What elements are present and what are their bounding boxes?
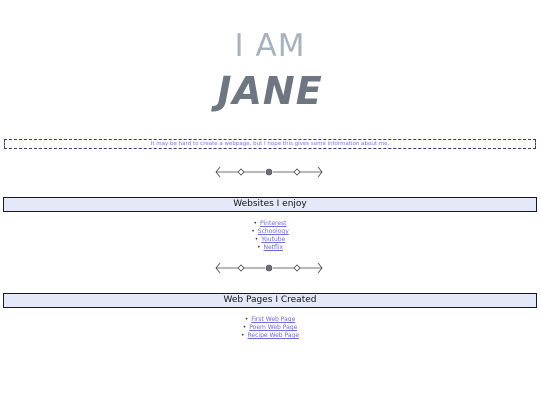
list-item: •Recipe Web Page bbox=[240, 332, 300, 339]
hero-name: JANE bbox=[217, 69, 323, 113]
intro-box: It may be hard to create a webpage, but … bbox=[4, 139, 536, 149]
ornamental-divider-icon bbox=[214, 166, 324, 178]
hero-line-1: I AM bbox=[234, 28, 306, 64]
intro-text: It may be hard to create a webpage, but … bbox=[150, 141, 390, 147]
created-list: •First Web Page •Poem Web Page •Recipe W… bbox=[0, 316, 540, 340]
list-item: •Schoology bbox=[251, 228, 289, 235]
list-item: •Netflix bbox=[256, 244, 284, 251]
ornamental-divider-icon bbox=[214, 262, 324, 274]
link-schoology[interactable]: Schoology bbox=[257, 228, 289, 235]
link-pinterest[interactable]: Pinterest bbox=[260, 220, 287, 227]
section-title-created: Web Pages I Created bbox=[3, 293, 537, 308]
list-item: •First Web Page bbox=[244, 316, 296, 323]
link-first-web-page[interactable]: First Web Page bbox=[251, 316, 296, 323]
link-recipe-web-page[interactable]: Recipe Web Page bbox=[247, 332, 300, 339]
list-item: •Poem Web Page bbox=[242, 324, 298, 331]
link-poem-web-page[interactable]: Poem Web Page bbox=[249, 324, 298, 331]
list-item: •Youtube bbox=[254, 236, 286, 243]
link-netflix[interactable]: Netflix bbox=[263, 244, 284, 251]
list-item: •Pinterest bbox=[253, 220, 287, 227]
link-youtube[interactable]: Youtube bbox=[261, 236, 286, 243]
websites-list: •Pinterest •Schoology •Youtube •Netflix bbox=[0, 220, 540, 252]
section-title-websites: Websites I enjoy bbox=[3, 197, 537, 212]
